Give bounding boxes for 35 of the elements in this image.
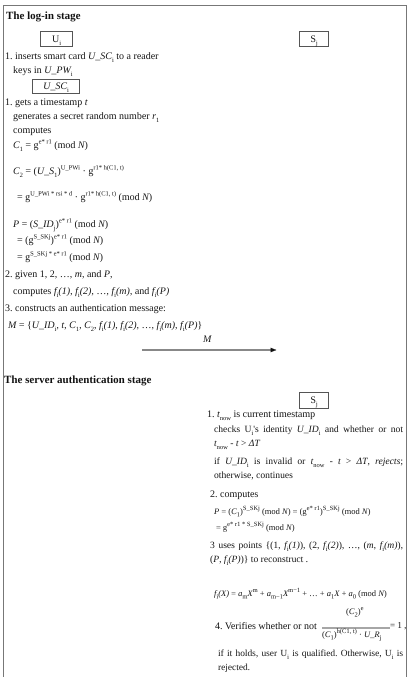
step-text: keys in U_PW$_{i}$ <box>13 64 73 78</box>
formula: P = (C$_{1}$)$^{S_SKj}$ (mod N) = (g$^{e* r1}$)$^{S_SKj}$ (mod N) <box>214 505 370 518</box>
step-text: 1. t$_{now}$ is current timestamp <box>207 408 316 422</box>
formula: = g$^{e* r1 * S_SKj}$ (mod N) <box>216 521 295 534</box>
formula: = g$^{U_PWi * rsi * d}$ · g$^{r1* h(C1, t)}$ (mod N) <box>17 191 152 205</box>
step-text: if U_ID$_{i}$ is invalid or t$_{now}$ - t > ΔT, rejects; otherwise, continues <box>214 455 403 483</box>
formula: = 1 , <box>390 619 406 632</box>
formula: f$_{i}$(X) = a$_{m}$X$^{m}$ + a$_{m−1}$X$^{m−1}$ + … + a$_{1}$X + a$_{0}$ (mod N) <box>214 587 387 600</box>
formula: P = (S_ID$_{j}$)$^{e* r1}$ (mod N) <box>13 218 108 232</box>
step-text: 3. constructs an authentication message: <box>5 302 166 316</box>
formula: = (g$^{S_SKj}$)$^{e* r1}$ (mod N) <box>17 234 104 248</box>
participant-box: S$_{j}$ <box>299 392 329 409</box>
formula: (C$_{2}$)$^{e}$ <box>346 605 364 618</box>
step-text: 1. gets a timestamp t <box>5 96 88 110</box>
step-text: generates a secret random number r$_{1}$ <box>13 110 160 124</box>
formula: (C$_{1}$)$^{h(C1, t)}$ · U_R$_{j}$ <box>322 628 382 640</box>
participant-box: U$_{i}$ <box>40 31 73 47</box>
section-heading: The log-in stage <box>6 9 81 24</box>
formula: C$_{2}$ = (U_S$_{1}$)$^{U_PWi}$ · g$^{r1* h(C1, t)}$ <box>13 165 124 180</box>
step-text: 2. computes <box>210 488 258 502</box>
step-text: if it holds, user U$_{i}$ is qualified. Otherwise, U$_{i}$ is rejected. <box>218 648 403 675</box>
message-label: M <box>203 333 212 347</box>
step-text: computes <box>13 124 52 138</box>
section-heading: The server authentication stage <box>4 373 152 388</box>
step-text: 3 uses points {(1, f$_{i}$(1)), (2, f$_{i}$(2)), …, (m, f$_{i}$(m)), (P, f$_{i}$(P))} to reconstruct . <box>210 539 403 567</box>
step-text: 2. given 1, 2, …, m, and P, <box>5 268 113 282</box>
step-text: checks U$_{i}$'s identity U_ID$_{i}$ and whether or not t$_{now}$ - t > ΔT <box>214 423 403 451</box>
step-text: 4. Verifies whether or not <box>215 620 317 634</box>
participant-box: U_SC$_{i}$ <box>32 79 80 94</box>
step-text: computes f$_{i}$(1), f$_{i}$(2), …, f$_{i}$(m), and f$_{i}$(P) <box>13 285 170 300</box>
formula: M = {U_ID$_{i}$, t, C$_{1}$, C$_{2}$, f$_{i}$(1), f$_{i}$(2), …, f$_{i}$(m), f$_{i}$(P)} <box>8 319 202 334</box>
formula: = g$^{S_SKj * e* r1}$ (mod N) <box>17 251 103 265</box>
step-text: 1. inserts smart card U_SC$_{i}$ to a reader <box>5 50 158 64</box>
formula: C$_{1}$ = g$^{e* r1}$ (mod N) <box>13 139 88 154</box>
participant-box: S$_{j}$ <box>299 31 329 47</box>
